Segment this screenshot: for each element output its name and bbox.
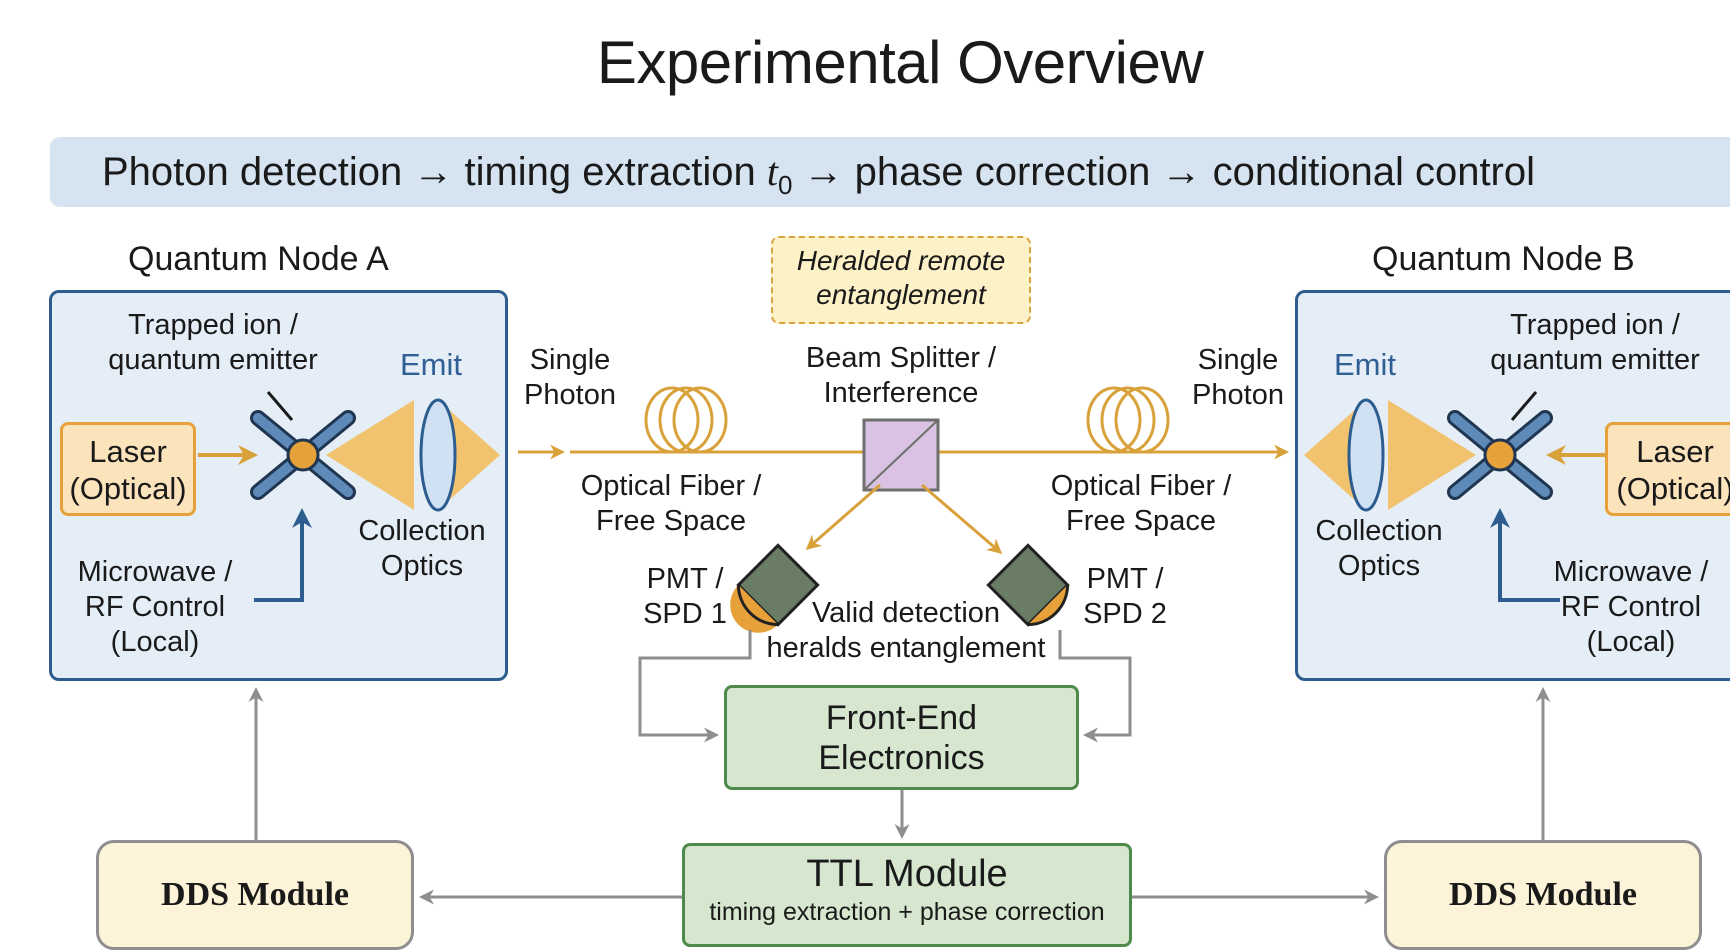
collection-a-line-2: Optics <box>380 550 464 582</box>
pmt1-to-frontend-wire <box>638 630 752 743</box>
rf-a-line-1: Microwave / <box>77 556 233 588</box>
pmt-1-line-1: PMT / <box>646 563 724 595</box>
process-banner-text: Photon detection → timing extraction t0 … <box>102 147 1535 210</box>
fiber-coil-right-icon <box>1086 386 1170 454</box>
ttl-module-box: TTL Module timing extraction + phase cor… <box>682 843 1132 947</box>
emitter-a-line-1: Trapped ion / <box>128 309 298 341</box>
dds-module-left: DDS Module <box>96 840 414 950</box>
node-b-label: Quantum Node B <box>1372 240 1635 278</box>
rf-b-line-1: Microwave / <box>1553 556 1709 588</box>
pmt-1-label: PMT / SPD 1 <box>630 562 740 632</box>
emitter-b-pointer <box>1510 391 1538 421</box>
dds-module-right: DDS Module <box>1384 840 1702 950</box>
bs-to-pmt1-arrow <box>805 483 881 550</box>
emit-a-label: Emit <box>400 347 462 382</box>
emitter-a-icon <box>250 410 356 500</box>
pmt-detector-1-icon <box>730 543 820 633</box>
rf-control-a-label: Microwave / RF Control (Local) <box>60 555 250 660</box>
single-photon-right-label: Single Photon <box>1180 343 1296 413</box>
node-a-label: Quantum Node A <box>128 240 389 278</box>
single-photon-right-line-1: Single <box>1197 344 1279 376</box>
front-end-electronics-box: Front-End Electronics <box>724 685 1079 790</box>
collection-a-line-1: Collection <box>358 515 486 547</box>
pmt-detector-2-icon <box>986 543 1070 627</box>
beam-splitter-line-2: Interference <box>823 377 979 409</box>
rf-a-line-3: (Local) <box>110 626 200 658</box>
collection-optics-b-label: Collection Optics <box>1304 514 1454 584</box>
single-photon-right-line-2: Photon <box>1192 379 1284 411</box>
emitter-b-icon <box>1447 410 1553 500</box>
process-banner <box>50 137 1730 207</box>
laser-b-line-2: (Optical) <box>1616 471 1730 506</box>
rf-b-line-2: RF Control <box>1560 591 1702 623</box>
pmt-1-line-2: SPD 1 <box>643 598 727 630</box>
laser-a-line-2: (Optical) <box>69 471 187 506</box>
emission-cone-a <box>326 400 414 510</box>
fiber-left-line-1: Optical Fiber / <box>580 470 762 502</box>
beam-splitter-label: Beam Splitter / Interference <box>786 341 1016 411</box>
emitter-a-line-2: quantum emitter <box>108 344 318 376</box>
page-title: Experimental Overview <box>596 29 1204 96</box>
fiber-right-line-2: Free Space <box>1066 505 1216 537</box>
beam-splitter-line-1: Beam Splitter / <box>805 342 997 374</box>
front-end-line-1: Front-End <box>825 699 978 737</box>
collection-optics-a-label: Collection Optics <box>348 514 496 584</box>
heralded-line-2: entanglement <box>816 279 986 310</box>
heralded-entanglement-box: Heralded remote entanglement <box>771 236 1031 324</box>
rf-control-b-label: Microwave / RF Control (Local) <box>1536 555 1726 660</box>
t-symbol: t <box>766 149 778 194</box>
beam-splitter-icon <box>862 418 940 492</box>
emission-cone-b <box>1388 400 1476 510</box>
single-photon-left-line-1: Single <box>529 344 611 376</box>
banner-part-2: → phase correction → conditional control <box>792 150 1536 194</box>
valid-detection-line-1: Valid detection <box>811 597 1001 629</box>
emitter-a-pointer <box>266 391 294 421</box>
rf-a-arrow <box>254 508 312 602</box>
laser-a-line-1: Laser <box>89 434 167 469</box>
emit-b-label: Emit <box>1334 347 1396 382</box>
ttl-module-subtitle: timing extraction + phase correction <box>709 898 1105 926</box>
pmt-2-line-1: PMT / <box>1086 563 1164 595</box>
collection-lens-b-icon <box>1347 398 1385 512</box>
rf-b-line-3: (Local) <box>1586 626 1676 658</box>
fiber-right-label: Optical Fiber / Free Space <box>1026 469 1256 539</box>
emitter-b-label: Trapped ion / quantum emitter <box>1470 308 1720 378</box>
rf-b-arrow <box>1490 508 1560 602</box>
collection-b-line-1: Collection <box>1315 515 1443 547</box>
fiber-left-line-2: Free Space <box>596 505 746 537</box>
fiber-coil-left-icon <box>644 386 728 454</box>
valid-detection-label: Valid detection heralds entanglement <box>758 596 1054 666</box>
bs-to-pmt2-arrow <box>921 483 1003 554</box>
single-photon-left-line-2: Photon <box>524 379 616 411</box>
banner-part-1: Photon detection → timing extraction <box>102 150 767 194</box>
valid-detection-line-2: heralds entanglement <box>766 632 1046 664</box>
pmt-2-line-2: SPD 2 <box>1083 598 1167 630</box>
fiber-right-line-1: Optical Fiber / <box>1050 470 1232 502</box>
laser-b-box: Laser (Optical) <box>1605 422 1730 516</box>
heralded-line-1: Heralded remote <box>796 245 1006 276</box>
laser-a-box: Laser (Optical) <box>60 422 196 516</box>
rf-a-line-2: RF Control <box>84 591 226 623</box>
collection-lens-a-icon <box>419 398 457 512</box>
fiber-left-label: Optical Fiber / Free Space <box>556 469 786 539</box>
ttl-module-title: TTL Module <box>806 853 1008 895</box>
emitter-a-label: Trapped ion / quantum emitter <box>88 308 338 378</box>
single-photon-left-label: Single Photon <box>512 343 628 413</box>
emitter-b-line-1: Trapped ion / <box>1510 309 1680 341</box>
pmt2-to-frontend-wire <box>1058 630 1132 743</box>
emitter-b-line-2: quantum emitter <box>1490 344 1700 376</box>
t-subscript: 0 <box>777 170 793 200</box>
laser-b-line-1: Laser <box>1636 434 1714 469</box>
pmt-2-label: PMT / SPD 2 <box>1070 562 1180 632</box>
front-end-line-2: Electronics <box>818 739 985 777</box>
collection-b-line-2: Optics <box>1337 550 1421 582</box>
